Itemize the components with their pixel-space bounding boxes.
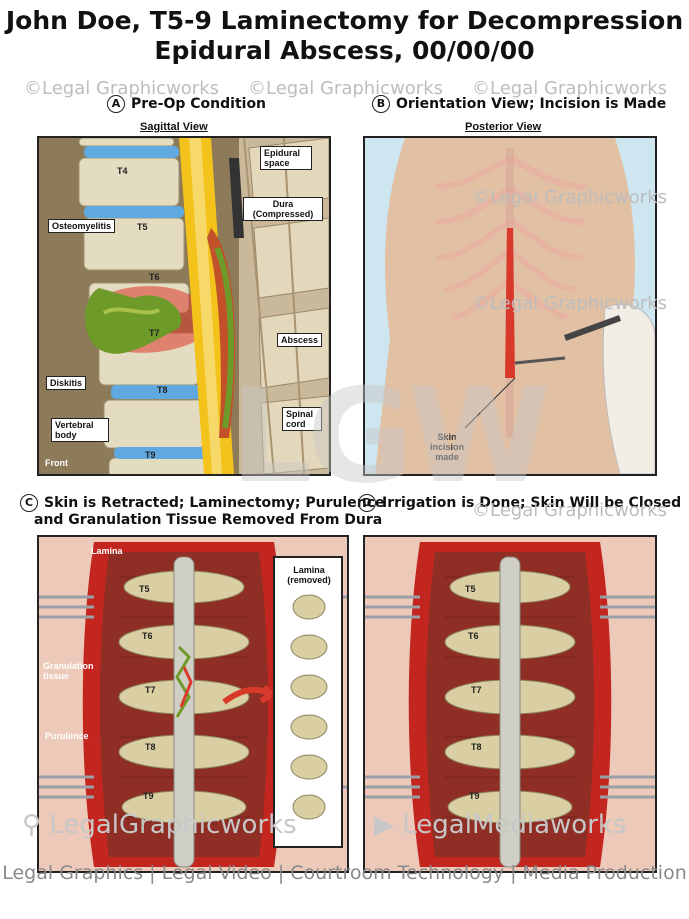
panel-d-irrigation: T5 T6 T7 T8 T9 (363, 535, 657, 873)
vertebra-label-a-3: T7 (149, 328, 160, 338)
panel-c-heading: C Skin is Retracted; Laminectomy; Purulen… (20, 494, 385, 512)
vertebra-label-c-0: T5 (139, 584, 150, 594)
vertebra-label-a-1: T5 (137, 222, 148, 232)
panel-c-laminectomy: T5 T6 T7 T8 T9 Lamina Lamina (removed) G… (37, 535, 349, 873)
posterior-illustration (365, 138, 655, 474)
panel-a-badge: A (107, 95, 125, 113)
label-lamina-removed: Lamina (removed) (287, 565, 331, 585)
panel-c-badge: C (20, 494, 38, 512)
vertebra-label-d-0: T5 (465, 584, 476, 594)
watermark-2: ©Legal Graphicworks (248, 78, 444, 99)
logo-legal-graphicworks: ⚲ LegalGraphicworks (22, 810, 297, 840)
play-icon: ▶ (374, 810, 394, 840)
label-lamina: Lamina (91, 546, 123, 556)
vertebra-label-d-1: T6 (468, 631, 479, 641)
laminectomy-illustration (39, 537, 347, 871)
panel-b-view-label: Posterior View (465, 121, 542, 133)
magnifier-icon: ⚲ (22, 810, 42, 840)
panel-b-badge: B (372, 95, 390, 113)
label-purulence: Purulence (45, 731, 89, 741)
logo-left-text: LegalGraphicworks (49, 810, 297, 840)
logo-legal-mediaworks: ▶ LegalMediaworks (374, 810, 627, 840)
vertebra-label-a-0: T4 (117, 166, 128, 176)
vertebra-label-c-2: T7 (145, 685, 156, 695)
label-abscess: Abscess (277, 333, 323, 347)
panel-c-heading-text: Skin is Retracted; Laminectomy; Purulenc… (44, 495, 385, 511)
watermark-6: ©Legal Graphicworks (472, 500, 668, 521)
title-line-2: Epidural Abscess, 00/00/00 (154, 36, 535, 65)
panel-b-heading-text: Orientation View; Incision is Made (396, 96, 667, 112)
watermark-5: ©Legal Graphicworks (472, 293, 668, 314)
panel-d-heading-text: Irrigation is Done; Skin Will be Closed (382, 495, 682, 511)
watermark-4: ©Legal Graphicworks (472, 187, 668, 208)
vertebra-label-d-4: T9 (469, 791, 480, 801)
irrigation-illustration (365, 537, 655, 871)
panel-d-badge: D (358, 494, 376, 512)
label-skin-incision: Skin incision made (429, 432, 464, 462)
vertebra-label-c-3: T8 (145, 742, 156, 752)
panel-a-heading-text: Pre-Op Condition (131, 96, 267, 112)
lgw-watermark: LGW (230, 360, 551, 512)
panel-d-heading: D Irrigation is Done; Skin Will be Closed (358, 494, 681, 512)
vertebra-label-d-3: T8 (471, 742, 482, 752)
vertebra-label-a-2: T6 (149, 272, 160, 282)
panel-a-heading: A Pre-Op Condition (107, 95, 266, 113)
label-epidural-space: Epidural space (260, 146, 312, 170)
panel-a-view-label: Sagittal View (140, 121, 208, 133)
label-osteomyelitis: Osteomyelitis (48, 219, 116, 233)
panel-a-sagittal: T4 T5 T6 T7 T8 T9 Front (37, 136, 331, 476)
vertebra-label-d-2: T7 (471, 685, 482, 695)
panel-b-posterior: Skin incision made (363, 136, 657, 476)
front-label: Front (45, 458, 68, 468)
panel-c-heading-line2: and Granulation Tissue Removed From Dura (34, 512, 383, 528)
sagittal-illustration (39, 138, 329, 474)
label-dura-compressed: Dura (Compressed) (243, 197, 323, 221)
label-diskitis: Diskitis (46, 376, 87, 390)
vertebra-label-c-1: T6 (142, 631, 153, 641)
footer: Legal Graphics | Legal Video | Courtroom… (2, 862, 687, 884)
vertebra-label-a-5: T9 (145, 450, 156, 460)
label-spinal-cord: Spinal cord (282, 407, 322, 431)
label-vertebral-body: Vertebral body (51, 418, 109, 442)
panel-b-heading: B Orientation View; Incision is Made (372, 95, 666, 113)
watermark-1: ©Legal Graphicworks (24, 78, 220, 99)
vertebra-label-c-4: T9 (143, 791, 154, 801)
vertebra-label-a-4: T8 (157, 385, 168, 395)
label-granulation-tissue: Granulation tissue (43, 661, 94, 681)
watermark-3: ©Legal Graphicworks (472, 78, 668, 99)
title-line-1: John Doe, T5-9 Laminectomy for Decompres… (5, 6, 684, 35)
logo-right-text: LegalMediaworks (402, 810, 627, 840)
